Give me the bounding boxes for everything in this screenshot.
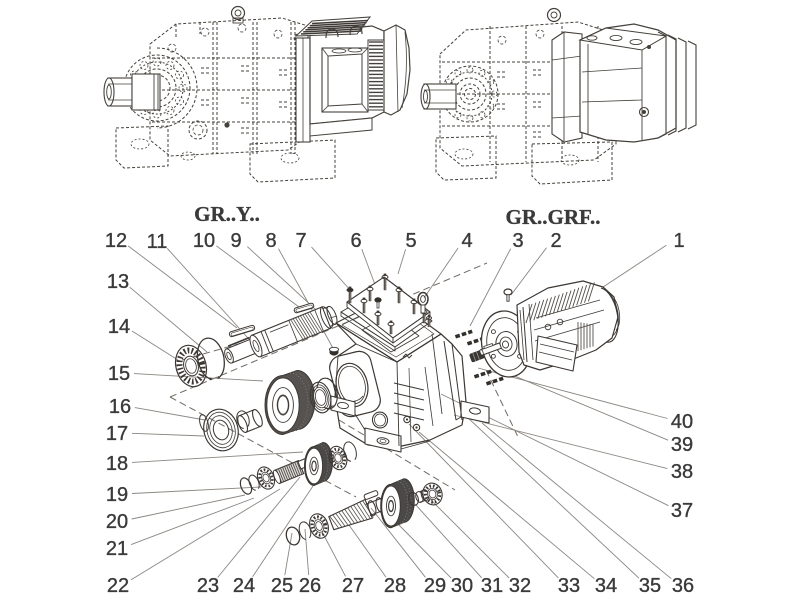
svg-text:22: 22 bbox=[107, 575, 129, 597]
svg-text:29: 29 bbox=[424, 575, 446, 597]
svg-text:18: 18 bbox=[106, 453, 128, 475]
svg-text:40: 40 bbox=[671, 411, 693, 433]
svg-text:26: 26 bbox=[299, 575, 321, 597]
svg-text:27: 27 bbox=[342, 575, 364, 597]
svg-text:7: 7 bbox=[295, 230, 306, 252]
svg-text:25: 25 bbox=[271, 575, 293, 597]
svg-text:33: 33 bbox=[558, 575, 580, 597]
svg-text:39: 39 bbox=[671, 434, 693, 456]
svg-text:5: 5 bbox=[405, 230, 416, 252]
svg-text:23: 23 bbox=[197, 575, 219, 597]
svg-text:8: 8 bbox=[265, 230, 276, 252]
svg-text:10: 10 bbox=[193, 230, 215, 252]
svg-text:30: 30 bbox=[451, 575, 473, 597]
svg-text:24: 24 bbox=[233, 575, 255, 597]
svg-text:14: 14 bbox=[108, 316, 130, 338]
svg-text:20: 20 bbox=[106, 511, 128, 533]
svg-text:11: 11 bbox=[147, 231, 168, 253]
svg-text:12: 12 bbox=[105, 230, 127, 252]
svg-text:4: 4 bbox=[461, 230, 472, 252]
svg-text:19: 19 bbox=[106, 484, 128, 506]
svg-text:38: 38 bbox=[671, 461, 693, 483]
svg-text:32: 32 bbox=[509, 575, 531, 597]
svg-text:6: 6 bbox=[350, 230, 361, 252]
svg-text:16: 16 bbox=[109, 396, 131, 418]
svg-text:15: 15 bbox=[108, 363, 130, 385]
svg-text:28: 28 bbox=[384, 575, 406, 597]
svg-text:3: 3 bbox=[512, 230, 523, 252]
svg-text:1: 1 bbox=[673, 230, 684, 252]
svg-text:35: 35 bbox=[639, 575, 661, 597]
svg-text:13: 13 bbox=[107, 271, 129, 293]
svg-text:9: 9 bbox=[230, 230, 241, 252]
svg-text:GR..GRF..: GR..GRF.. bbox=[506, 205, 601, 229]
svg-text:21: 21 bbox=[106, 538, 128, 560]
svg-text:GR..Y..: GR..Y.. bbox=[194, 202, 260, 226]
svg-text:34: 34 bbox=[595, 575, 617, 597]
svg-text:36: 36 bbox=[672, 575, 694, 597]
svg-text:17: 17 bbox=[106, 423, 128, 445]
svg-text:31: 31 bbox=[481, 575, 503, 597]
svg-text:37: 37 bbox=[671, 500, 693, 522]
svg-text:2: 2 bbox=[550, 230, 561, 252]
